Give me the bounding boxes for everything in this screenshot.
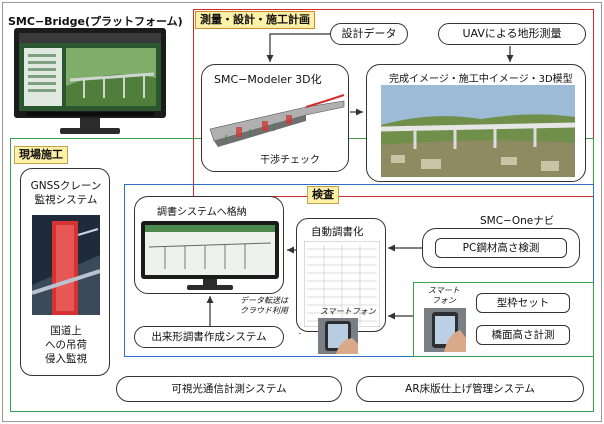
arrow-design-to-modeler [266,33,330,62]
survey-section-tag: 測量・設計・施工計画 [195,11,315,29]
smartphone-b-label: スマートフォン [320,307,376,316]
intrusion-line-3: 侵入監視 [45,353,87,365]
smartphone-photo-b [318,318,358,354]
smartphone-photo-a [424,308,466,352]
platform-monitor [14,28,166,136]
inspection-section-tag: 検査 [307,186,339,204]
auto-report-box: 自動調書化 [296,218,386,332]
smc-one-label: SMC−Oneナビ [480,215,555,227]
intrusion-line-1: 国道上 [50,325,82,337]
smartphone-a-line-2: フォン [431,296,456,305]
store-report-label: 調書システムへ格納 [157,207,247,218]
modeler-box: SMC−Modeler 3D化 干渉チェック [201,64,349,172]
design-data-label: 設計データ [341,27,397,40]
uav-survey-label: UAVによる地形測量 [462,27,562,40]
report-creation-label: 出来形調書作成システム [151,331,267,343]
cloud-line-2: クラウド利用 [240,306,288,315]
ar-system-box: AR床版仕上げ管理システム [356,376,584,402]
model-3d-photo [381,85,575,177]
modeler-3d-illustration [209,94,345,147]
intrusion-line-2: への吊荷 [45,339,87,351]
smartphone-region [413,282,594,357]
cloud-transfer-label: データ転送は クラウド利用 [240,296,288,316]
design-data-box: 設計データ [330,23,408,45]
modeler-label: SMC−Modeler 3D化 [214,73,322,86]
crane-monitor-label: GNSSクレーン 監視システム [21,179,111,207]
model-3d-label: 完成イメージ・施工中イメージ・3D模型 [389,74,573,85]
visible-light-box: 可視光通信計測システム [116,376,342,402]
crane-monitor-screen [32,215,100,315]
crane-monitor-box: GNSSクレーン 監視システム 国道上 への吊荷 侵入監視 [20,168,110,376]
model-3d-box: 完成イメージ・施工中イメージ・3D模型 [366,64,586,182]
interference-check-label: 干渉チェック [260,155,320,166]
intrusion-label: 国道上 への吊荷 侵入監視 [21,324,111,366]
platform-title: SMC−Bridge(プラットフォーム) [8,15,183,28]
deck-height-pill: 橋面高さ計測 [476,325,570,345]
store-report-box: 調書システムへ格納 [134,196,284,294]
auto-report-label: 自動調書化 [311,226,364,238]
formwork-set-pill: 型枠セット [476,293,570,313]
crane-line-2: 監視システム [34,194,98,206]
pc-height-box: PC鋼材高さ検測 [422,228,580,268]
site-section-tag: 現場施工 [14,146,68,164]
report-document [304,241,380,327]
monitor-illustration [14,28,166,134]
ar-system-label: AR床版仕上げ管理システム [405,383,535,395]
report-creation-box: 出来形調書作成システム [134,326,284,348]
pc-height-pill: PC鋼材高さ検測 [435,238,567,258]
cloud-line-1: データ転送は [240,296,288,305]
visible-light-label: 可視光通信計測システム [171,383,287,395]
survey-region [193,9,594,197]
inspection-region [124,184,594,357]
uav-survey-box: UAVによる地形測量 [438,23,586,45]
crane-line-1: GNSSクレーン [30,180,102,192]
smartphone-a-line-1: スマート [428,286,460,295]
deck-height-label: 橋面高さ計測 [491,329,555,341]
pc-height-label: PC鋼材高さ検測 [462,242,540,254]
smartphone-a-label: スマート フォン [428,286,460,306]
report-monitor [141,221,279,290]
formwork-set-label: 型枠セット [496,297,550,309]
